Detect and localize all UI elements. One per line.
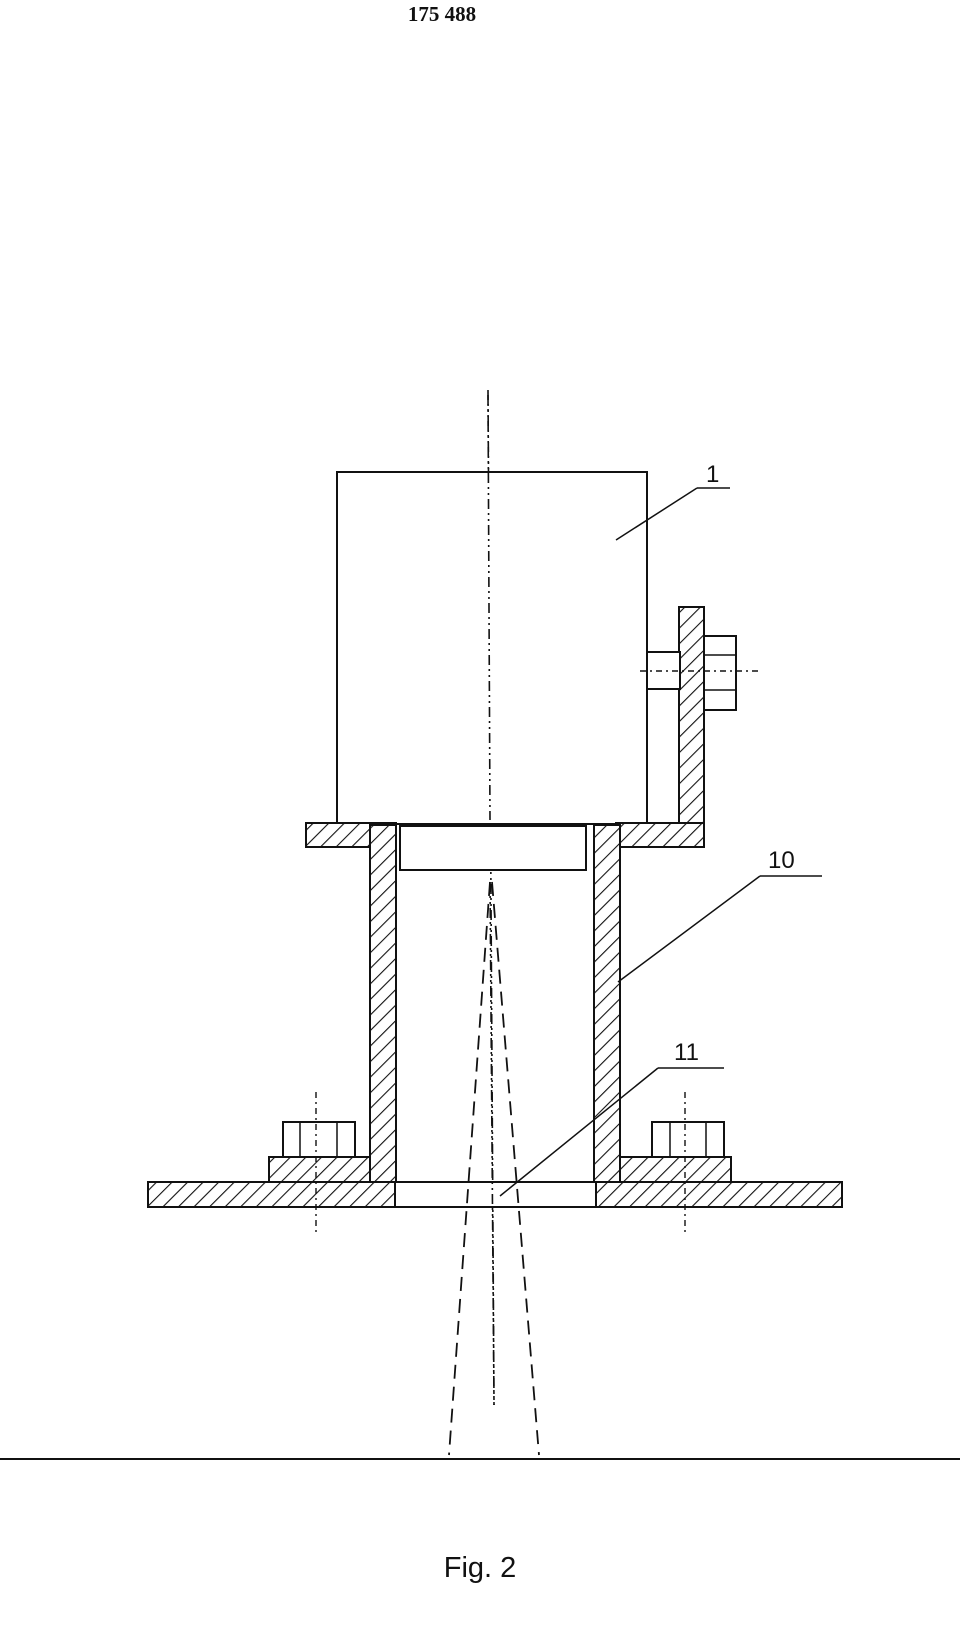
tube-wall-left [369,824,397,1183]
upper-flange-right [615,822,705,848]
leader-line-10 [617,875,761,983]
page-number: 175 488 [407,2,477,26]
sensor-housing [336,471,648,825]
base-plate-right [595,1181,843,1208]
center-axis-overlay [487,394,491,821]
base-opening [394,1181,597,1208]
ref-label-11: 11 [674,1039,699,1066]
right-bolt [619,1092,732,1232]
mounting-bracket [640,606,758,846]
window-recess [399,825,587,871]
beam-axis [489,881,495,1406]
base-plate-left [147,1181,396,1208]
ref-label-1: 1 [706,461,719,488]
beam-left-edge [448,881,491,1456]
ref-label-10: 10 [768,847,795,874]
beam-right-edge [491,881,540,1456]
leader-line-1 [615,487,698,541]
left-bolt [268,1092,371,1232]
leader-line-11 [499,1067,659,1197]
bracket-bolt-nut [703,635,737,711]
figure-caption: Fig. 2 [443,1552,517,1584]
tube-wall-right [593,824,621,1183]
